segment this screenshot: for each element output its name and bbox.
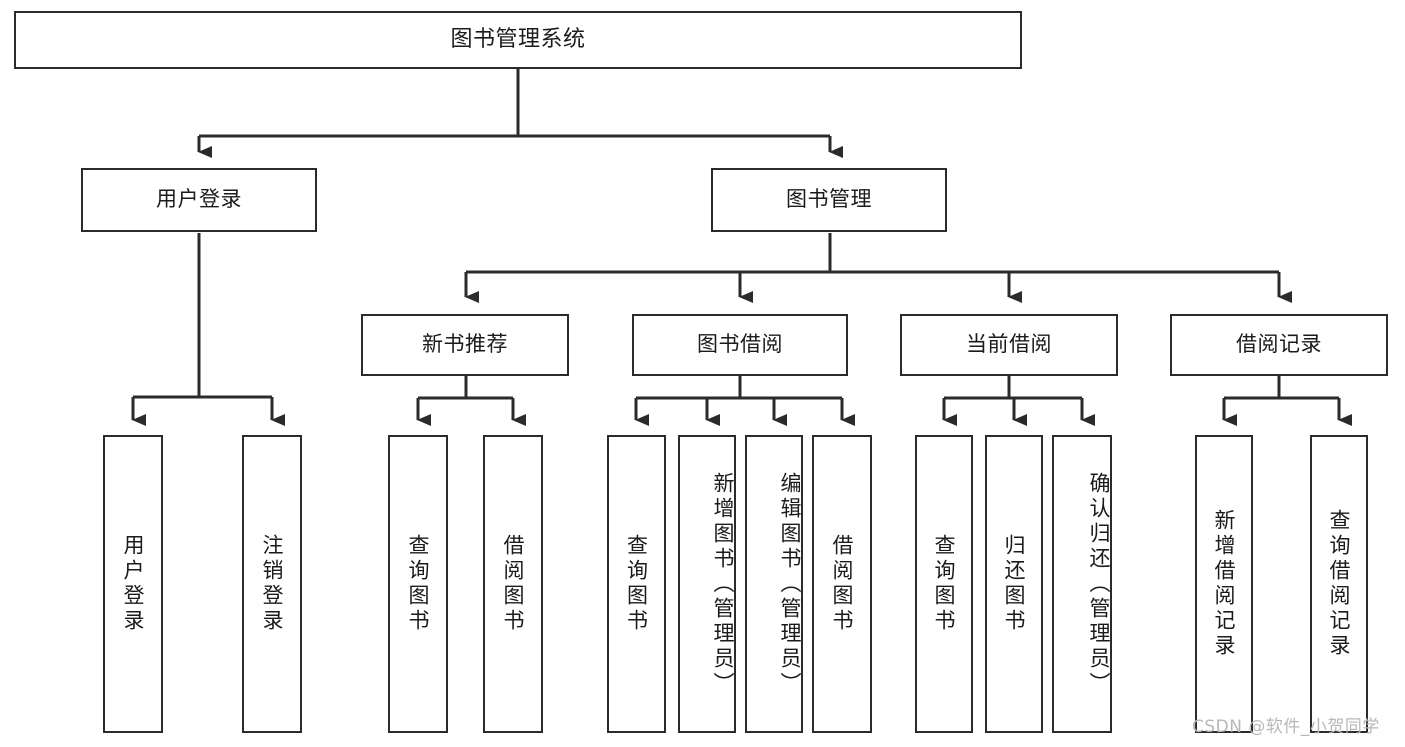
- node-leaf-user-logout[interactable]: 注销登录: [242, 435, 302, 733]
- node-leaf-query-book-1[interactable]: 查询图书: [388, 435, 448, 733]
- node-leaf-edit-book[interactable]: 编辑图书（管理员）: [745, 435, 803, 733]
- node-label: 编辑图书（管理员）: [778, 471, 802, 697]
- watermark-text: CSDN @软件_小贺同学: [1192, 717, 1380, 737]
- node-leaf-user-login[interactable]: 用户登录: [103, 435, 163, 733]
- edges-currentborrow-to-leaves: [942, 376, 1095, 426]
- edges-borrowrecord-to-leaves: [1222, 376, 1352, 426]
- node-current-borrow[interactable]: 当前借阅: [900, 314, 1118, 376]
- node-book-borrow[interactable]: 图书借阅: [632, 314, 848, 376]
- node-root[interactable]: 图书管理系统: [14, 11, 1022, 69]
- node-label: 借阅图书: [501, 534, 526, 634]
- node-leaf-query-book-3[interactable]: 查询图书: [915, 435, 973, 733]
- node-leaf-borrow-book-2[interactable]: 借阅图书: [812, 435, 872, 733]
- node-label: 用户登录: [121, 534, 146, 634]
- node-label: 查询图书: [406, 534, 431, 634]
- node-leaf-add-book[interactable]: 新增图书（管理员）: [678, 435, 736, 733]
- node-label: 查询图书: [624, 534, 649, 634]
- edges-bookborrow-to-leaves: [634, 376, 855, 426]
- node-label: 新增借阅记录: [1212, 509, 1237, 659]
- edges-newbook-to-leaves: [416, 376, 526, 426]
- edges-level1-to-level2: [197, 69, 843, 158]
- node-leaf-confirm-return[interactable]: 确认归还（管理员）: [1052, 435, 1112, 733]
- node-label: 注销登录: [260, 534, 285, 634]
- node-user-login[interactable]: 用户登录: [81, 168, 317, 232]
- node-label: 新增图书（管理员）: [711, 471, 735, 697]
- node-book-manage[interactable]: 图书管理: [711, 168, 947, 232]
- edges-bookmanage-to-level3: [464, 233, 1292, 303]
- node-borrow-record[interactable]: 借阅记录: [1170, 314, 1388, 376]
- node-label: 借阅图书: [830, 534, 855, 634]
- node-label: 查询图书: [932, 534, 957, 634]
- node-label: 查询借阅记录: [1327, 509, 1352, 659]
- node-new-book-recommend[interactable]: 新书推荐: [361, 314, 569, 376]
- node-leaf-query-borrow-record[interactable]: 查询借阅记录: [1310, 435, 1368, 733]
- node-label: 确认归还（管理员）: [1087, 471, 1111, 697]
- edges-userlogin-to-leaves: [131, 233, 285, 426]
- node-label: 归还图书: [1002, 534, 1027, 634]
- node-leaf-borrow-book-1[interactable]: 借阅图书: [483, 435, 543, 733]
- node-leaf-query-book-2[interactable]: 查询图书: [607, 435, 666, 733]
- node-leaf-return-book[interactable]: 归还图书: [985, 435, 1043, 733]
- node-leaf-add-borrow-record[interactable]: 新增借阅记录: [1195, 435, 1253, 733]
